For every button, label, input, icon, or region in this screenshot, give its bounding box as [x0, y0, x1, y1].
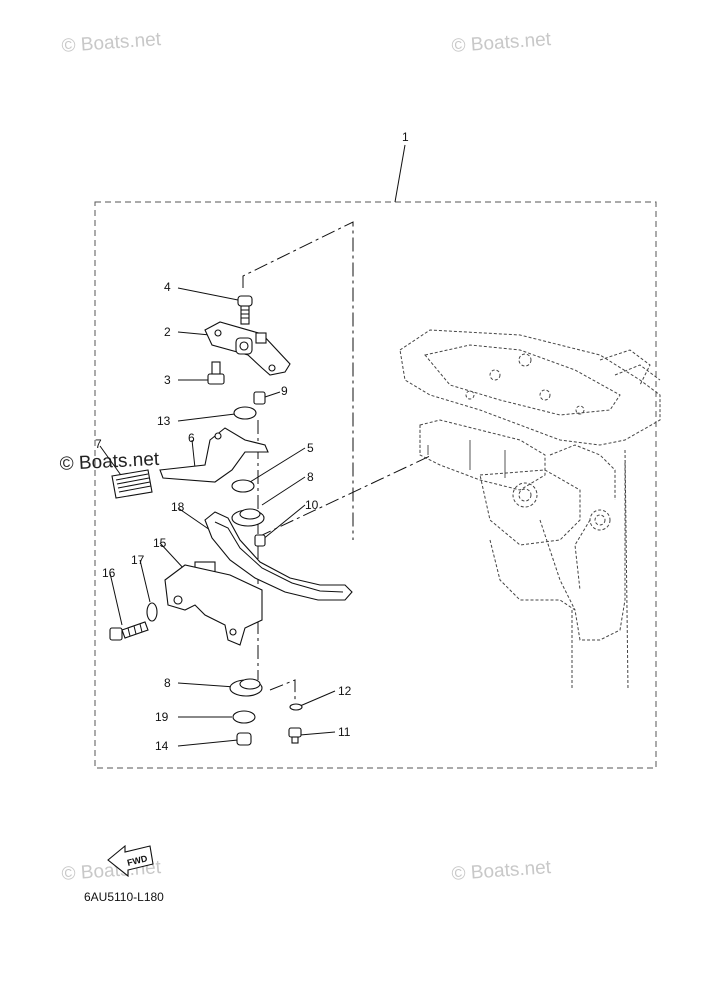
part-6-lever [159, 427, 269, 483]
callout-13: 13 [157, 414, 171, 428]
part-13-washer [233, 406, 257, 420]
callout-3: 3 [164, 373, 171, 387]
part-8-grommet-upper [231, 508, 265, 527]
leader-lines [99, 144, 406, 747]
part-3-screw [207, 361, 225, 385]
watermark-bottom-right: © Boats.net [451, 857, 552, 885]
part-17-washer [146, 602, 158, 622]
part-15-bracket [164, 564, 263, 646]
callout-5: 5 [307, 441, 314, 455]
callout-2: 2 [164, 325, 171, 339]
callout-18: 18 [171, 500, 185, 514]
callout-15: 15 [153, 536, 167, 550]
callout-7: 7 [95, 437, 102, 451]
callout-11: 11 [338, 725, 351, 739]
callout-19: 19 [155, 710, 169, 724]
callout-14: 14 [155, 739, 169, 753]
callout-16: 16 [102, 566, 116, 580]
bracket-assembly-outline [399, 329, 661, 691]
part-18-arc-guide [194, 511, 353, 601]
callout-labels: 1 4 2 3 9 13 6 7 5 8 10 18 15 17 16 8 12… [95, 130, 409, 753]
fwd-arrow-icon: FWD [107, 844, 154, 878]
axis-line-bottom [269, 679, 296, 700]
fwd-label: FWD [126, 853, 149, 868]
callout-12: 12 [338, 684, 352, 698]
callout-8-upper: 8 [307, 470, 314, 484]
part-16-bolt [109, 621, 149, 641]
watermark-top-right: © Boats.net [451, 29, 552, 57]
diagram-code: 6AU5110-L180 [84, 890, 164, 904]
part-19-washer [232, 710, 256, 724]
part-9-collar [253, 391, 266, 405]
callout-6: 6 [188, 431, 195, 445]
part-14-nut [236, 732, 252, 746]
watermark-top-left: © Boats.net [61, 29, 162, 57]
part-12-washer [289, 703, 303, 711]
callout-10: 10 [305, 498, 319, 512]
axis-line-left [257, 455, 431, 538]
axis-line-top [242, 221, 354, 540]
part-4-bolt [237, 295, 253, 325]
assembly-frame [94, 201, 657, 769]
callout-8-lower: 8 [164, 676, 171, 690]
callout-17: 17 [131, 553, 145, 567]
part-8-grommet-lower [229, 678, 263, 697]
part-10-collar [254, 534, 266, 547]
callout-9: 9 [281, 384, 288, 398]
callout-1: 1 [402, 130, 409, 144]
part-7-grip [111, 469, 153, 499]
part-11-bolt [288, 727, 302, 744]
part-5-washer [231, 479, 255, 493]
callout-4: 4 [164, 280, 171, 294]
part-2-plate [204, 321, 291, 376]
